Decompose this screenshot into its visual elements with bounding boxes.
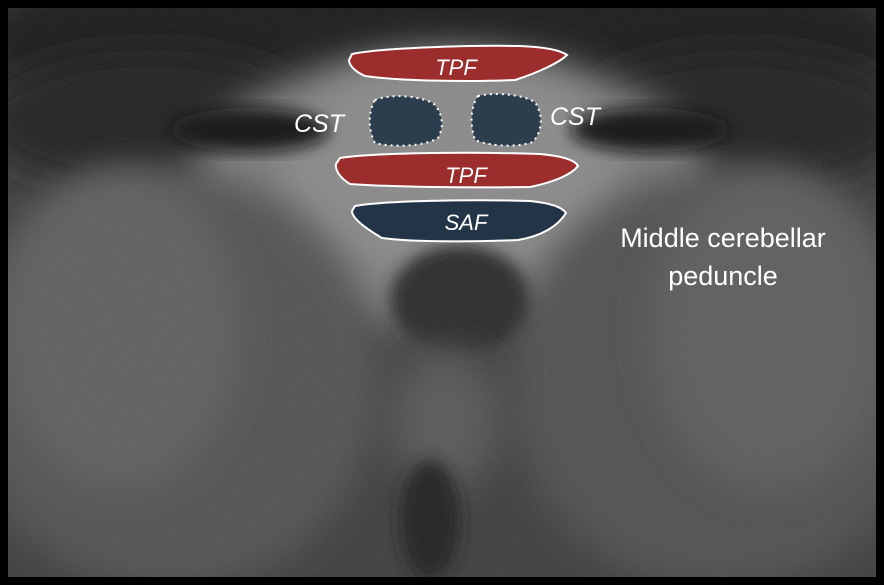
- cst-left-region: [370, 96, 442, 146]
- cst-right-region: [472, 94, 541, 146]
- cst-right-label: CST: [550, 103, 602, 131]
- tpf-top-label: TPF: [435, 55, 478, 80]
- mcp-label-line2: peduncle: [668, 261, 778, 291]
- saf-label: SAF: [445, 210, 489, 235]
- tpf-middle-label: TPF: [445, 163, 488, 188]
- mcp-label-line1: Middle cerebellar: [620, 223, 826, 253]
- cst-left-label: CST: [294, 110, 346, 138]
